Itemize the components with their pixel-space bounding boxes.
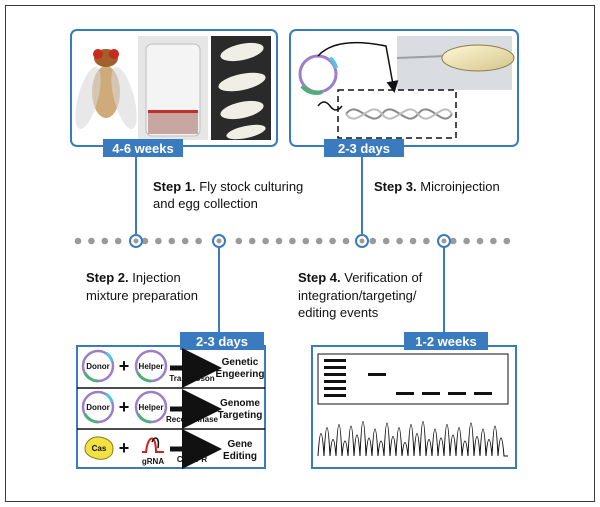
timeline-dot (168, 237, 176, 245)
step3-label: Step 3. Microinjection (374, 179, 500, 194)
timeline-dot (503, 237, 511, 245)
step4-duration-label: 1-2 weeks (415, 334, 476, 349)
timeline-dot (262, 237, 269, 245)
step2-duration-label: 2-3 days (196, 334, 248, 349)
step1-label-line2: and egg collection (153, 196, 258, 211)
step1-duration-label: 4-6 weeks (112, 141, 173, 156)
mixture-result-line2: Editing (223, 451, 257, 462)
fly-vial-photo (138, 36, 208, 140)
genome-target-box (337, 89, 457, 139)
step4-verification-panel: 1-2 weeks (311, 332, 517, 469)
dna-helix-icon (345, 108, 453, 120)
timeline-dot (181, 237, 189, 245)
mixture-result-line1: Genome (220, 398, 260, 409)
timeline-dot (396, 237, 403, 245)
step4-label-line3: editing events (298, 305, 379, 320)
mixture-right-label: gRNA (142, 457, 164, 466)
timeline-dot (248, 237, 256, 245)
mixture-row-transposon: Donor + Helper Transposon Genetic Engeer… (81, 348, 265, 388)
grna-icon (142, 437, 164, 453)
mixture-result-line1: Genetic (222, 357, 259, 368)
timeline-dot (289, 237, 296, 245)
step4-label-line1: Step 4. Verification of (298, 270, 423, 285)
figure-frame: 4-6 weeks 2-3 days Step 1. Fly stock cul… (5, 5, 595, 502)
mixture-method-label: Recombinase (166, 415, 219, 424)
step1-duration-badge (103, 139, 183, 157)
timeline-dot (449, 237, 457, 245)
timeline-dot (302, 237, 310, 245)
cas-protein-icon (84, 436, 114, 460)
timeline (74, 237, 511, 245)
gel-electrophoresis-image (317, 353, 509, 405)
timeline-dot (342, 237, 350, 245)
timeline-dot (101, 237, 109, 245)
mixture-method-label: CRISPR (177, 455, 207, 464)
timeline-dot (88, 237, 95, 245)
timeline-dot (369, 237, 377, 245)
timeline-dot (463, 237, 470, 245)
step1-photo-panel: 4-6 weeks (70, 29, 278, 157)
mixture-method-label: Transposon (169, 374, 214, 383)
step4-duration-badge (404, 332, 488, 350)
plus-sign: + (119, 356, 130, 376)
timeline-dot (275, 237, 283, 245)
timeline-dot (315, 237, 323, 245)
timeline-dot (423, 237, 430, 245)
timeline-dot (329, 237, 336, 245)
step2-mixture-panel: 2-3 days Donor + Helper Transposon Genet… (76, 332, 266, 469)
plus-sign: + (119, 438, 130, 458)
timeline-markers (129, 234, 451, 248)
mixture-right-label: Helper (139, 362, 164, 371)
mixture-left-label: Donor (86, 403, 110, 412)
step3-panel: 2-3 days (289, 29, 519, 157)
mixture-right-label: Helper (139, 403, 164, 412)
sequencing-chromatogram (317, 421, 508, 457)
mixture-left-label: Cas (92, 444, 107, 453)
mixture-result-line1: Gene (227, 439, 252, 450)
timeline-dot (490, 237, 497, 245)
plus-sign: + (119, 397, 130, 417)
mixture-result-line2: Targeting (218, 410, 263, 421)
mixture-left-label: Donor (86, 362, 110, 371)
workflow-diagram: 4-6 weeks 2-3 days Step 1. Fly stock cul… (70, 29, 519, 469)
step2-label-line1: Step 2. Injection (86, 270, 181, 285)
step2-duration-badge (180, 332, 264, 350)
fly-eggs-photo (211, 36, 271, 140)
timeline-dot (155, 237, 162, 245)
step1-label-line1: Step 1. Fly stock culturing (153, 179, 303, 194)
timeline-dot (409, 237, 417, 245)
timeline-dot (235, 237, 243, 245)
timeline-dot (74, 237, 82, 245)
mixture-row-recombinase: Donor + Helper Recombinase Genome Target… (81, 389, 263, 429)
step3-duration-label: 2-3 days (338, 141, 390, 156)
timeline-dot (141, 237, 149, 245)
fly-photo (75, 36, 137, 140)
timeline-dot (195, 237, 202, 245)
step2-label-line2: mixture preparation (86, 288, 198, 303)
mixture-row-crispr: Cas + gRNA CRISPR Gene Editing (84, 429, 257, 469)
timeline-dot (382, 237, 390, 245)
microinjection-photo (396, 36, 515, 90)
timeline-dot (114, 237, 122, 245)
step4-label-line2: integration/targeting/ (298, 288, 417, 303)
mixture-result-line2: Engeering (216, 369, 265, 380)
timeline-dot (476, 237, 484, 245)
insertion-arrow (317, 41, 399, 93)
step3-duration-badge (324, 139, 404, 157)
